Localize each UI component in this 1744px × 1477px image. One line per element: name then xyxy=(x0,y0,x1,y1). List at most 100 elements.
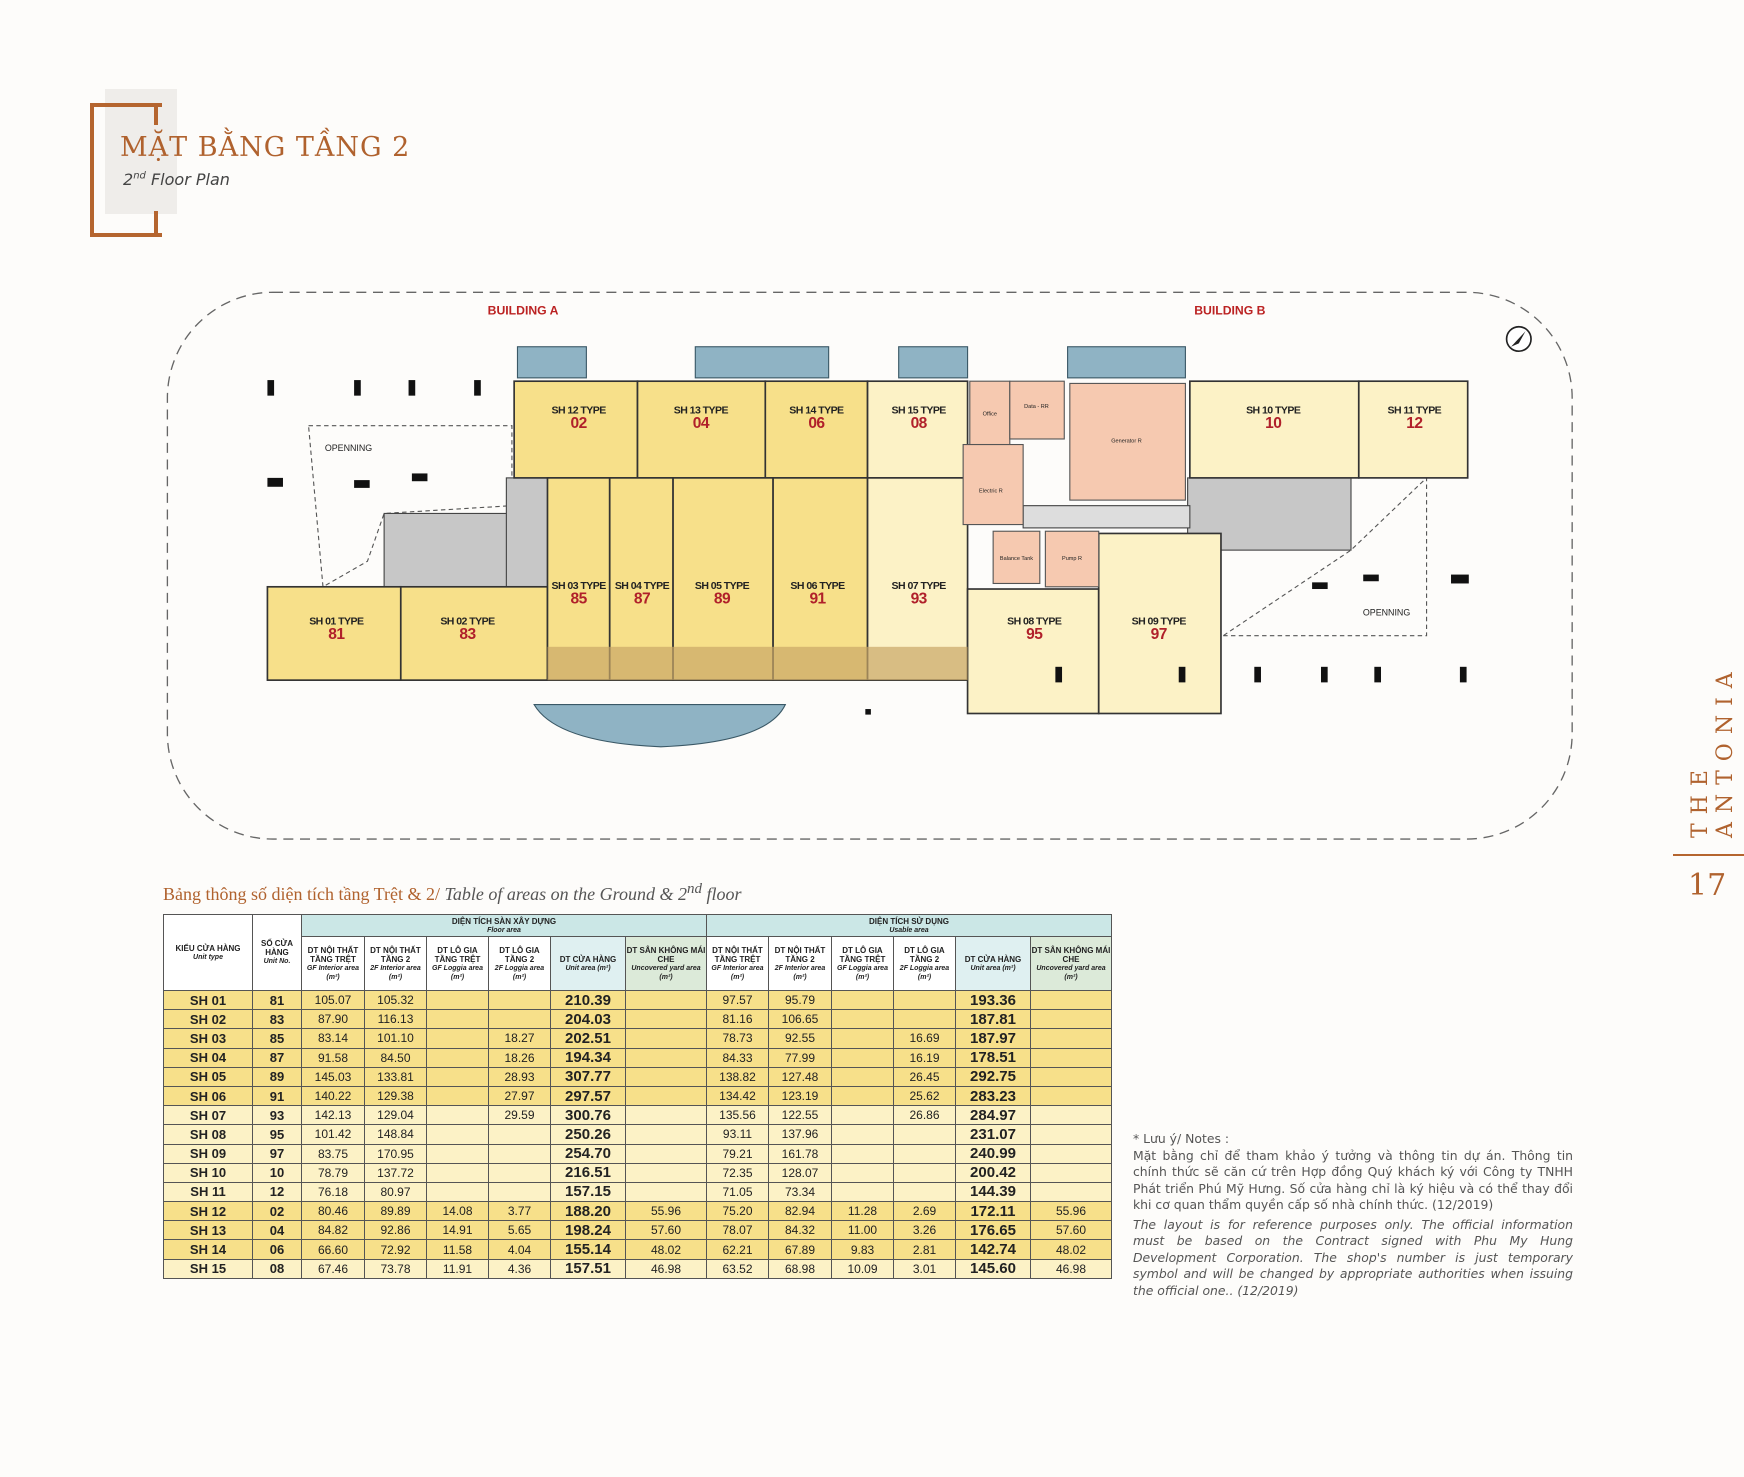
unit-type-label: SH 03 TYPE xyxy=(551,580,606,592)
table-cell: 18.26 xyxy=(488,1047,551,1068)
cell-unit-no: 04 xyxy=(252,1220,302,1241)
table-cell: 284.97 xyxy=(955,1105,1031,1126)
page-title: MẶT BẰNG TẦNG 2 xyxy=(120,132,411,163)
table-title-en: Table of areas on the Ground & 2nd floor xyxy=(444,881,742,904)
table-cell xyxy=(426,1162,489,1183)
table-cell xyxy=(426,1124,489,1145)
table-cell: 144.39 xyxy=(955,1181,1031,1203)
cell-unit-type: SH 14 xyxy=(163,1239,253,1260)
page-number: 17 xyxy=(1688,868,1727,903)
cell-unit-type: SH 13 xyxy=(163,1220,253,1241)
table-cell: 137.96 xyxy=(768,1124,832,1145)
table-cell: 66.60 xyxy=(301,1239,365,1260)
table-cell xyxy=(625,1124,707,1145)
table-cell: 202.51 xyxy=(550,1028,626,1049)
table-cell: 68.98 xyxy=(768,1258,832,1279)
table-cell: 101.42 xyxy=(301,1124,365,1145)
table-cell: 5.65 xyxy=(488,1220,551,1241)
table-cell xyxy=(426,1009,489,1030)
table-cell xyxy=(488,1143,551,1164)
unit-number-label: 95 xyxy=(1026,626,1043,643)
table-cell xyxy=(831,1066,894,1087)
table-cell: 106.65 xyxy=(768,1009,832,1030)
cell-unit-type: SH 11 xyxy=(163,1181,253,1203)
table-cell: 29.59 xyxy=(488,1105,551,1126)
cell-unit-no: 97 xyxy=(252,1143,302,1164)
table-cell: 87.90 xyxy=(301,1009,365,1030)
table-cell: 101.10 xyxy=(364,1028,427,1049)
table-cell: 137.72 xyxy=(364,1162,427,1183)
table-cell: 187.97 xyxy=(955,1028,1031,1049)
glass-canopy xyxy=(516,346,1186,748)
cell-unit-no: 81 xyxy=(252,989,302,1011)
title-backdrop xyxy=(105,89,177,214)
table-cell xyxy=(426,1085,489,1107)
site-boundary xyxy=(166,291,1573,840)
table-cell: 210.39 xyxy=(550,989,626,1011)
service-rooms xyxy=(962,380,1186,588)
table-cell xyxy=(831,1143,894,1164)
table-cell xyxy=(831,1124,894,1145)
table-cell: 89.89 xyxy=(364,1201,427,1222)
table-cell: 140.22 xyxy=(301,1085,365,1107)
table-cell xyxy=(831,1047,894,1068)
room-pump: Pump R xyxy=(1062,556,1082,562)
table-cell: 145.03 xyxy=(301,1066,365,1087)
table-cell: 76.18 xyxy=(301,1181,365,1203)
table-cell: 194.34 xyxy=(550,1047,626,1068)
table-cell: 55.96 xyxy=(625,1201,707,1222)
unit-number-label: 97 xyxy=(1151,626,1167,643)
table-cell: 142.13 xyxy=(301,1105,365,1126)
table-cell: 26.86 xyxy=(893,1105,956,1126)
unit-number-label: 02 xyxy=(571,415,588,432)
notes-en: The layout is for reference purposes onl… xyxy=(1133,1216,1573,1298)
table-cell: 129.04 xyxy=(364,1105,427,1126)
table-cell: 67.46 xyxy=(301,1258,365,1279)
table-cell xyxy=(625,1009,707,1030)
table-cell: 14.08 xyxy=(426,1201,489,1222)
cell-unit-no: 93 xyxy=(252,1105,302,1126)
table-cell: 71.05 xyxy=(706,1181,769,1203)
unit-number-label: 91 xyxy=(809,590,826,607)
table-cell: 10.09 xyxy=(831,1258,894,1279)
table-cell xyxy=(1030,1047,1112,1068)
table-cell: 198.24 xyxy=(550,1220,626,1241)
cell-unit-type: SH 08 xyxy=(163,1124,253,1145)
table-cell: 3.26 xyxy=(893,1220,956,1241)
table-cell: 157.51 xyxy=(550,1258,626,1279)
cell-unit-type: SH 02 xyxy=(163,1009,253,1030)
table-cell: 93.11 xyxy=(706,1124,769,1145)
table-cell xyxy=(426,1047,489,1068)
opening-label: OPENNING xyxy=(325,443,372,453)
table-cell: 250.26 xyxy=(550,1124,626,1145)
table-cell xyxy=(625,1085,707,1107)
table-cell xyxy=(426,1066,489,1087)
table-cell: 27.97 xyxy=(488,1085,551,1107)
table-cell: 176.65 xyxy=(955,1220,1031,1241)
table-cell: 83.75 xyxy=(301,1143,365,1164)
unit-type-label: SH 12 TYPE xyxy=(551,404,606,416)
cell-unit-no: 85 xyxy=(252,1028,302,1049)
table-cell xyxy=(625,1066,707,1087)
table-cell xyxy=(831,1009,894,1030)
room-electric: Electric R xyxy=(979,488,1003,494)
table-cell: 178.51 xyxy=(955,1047,1031,1068)
page-subtitle: 2nd Floor Plan xyxy=(123,170,230,189)
table-cell: 300.76 xyxy=(550,1105,626,1126)
table-cell: 80.46 xyxy=(301,1201,365,1222)
table-cell: 142.74 xyxy=(955,1239,1031,1260)
unit-number-label: 87 xyxy=(634,590,650,607)
table-cell: 73.34 xyxy=(768,1181,832,1203)
table-cell: 57.60 xyxy=(625,1220,707,1241)
table-cell: 73.78 xyxy=(364,1258,427,1279)
